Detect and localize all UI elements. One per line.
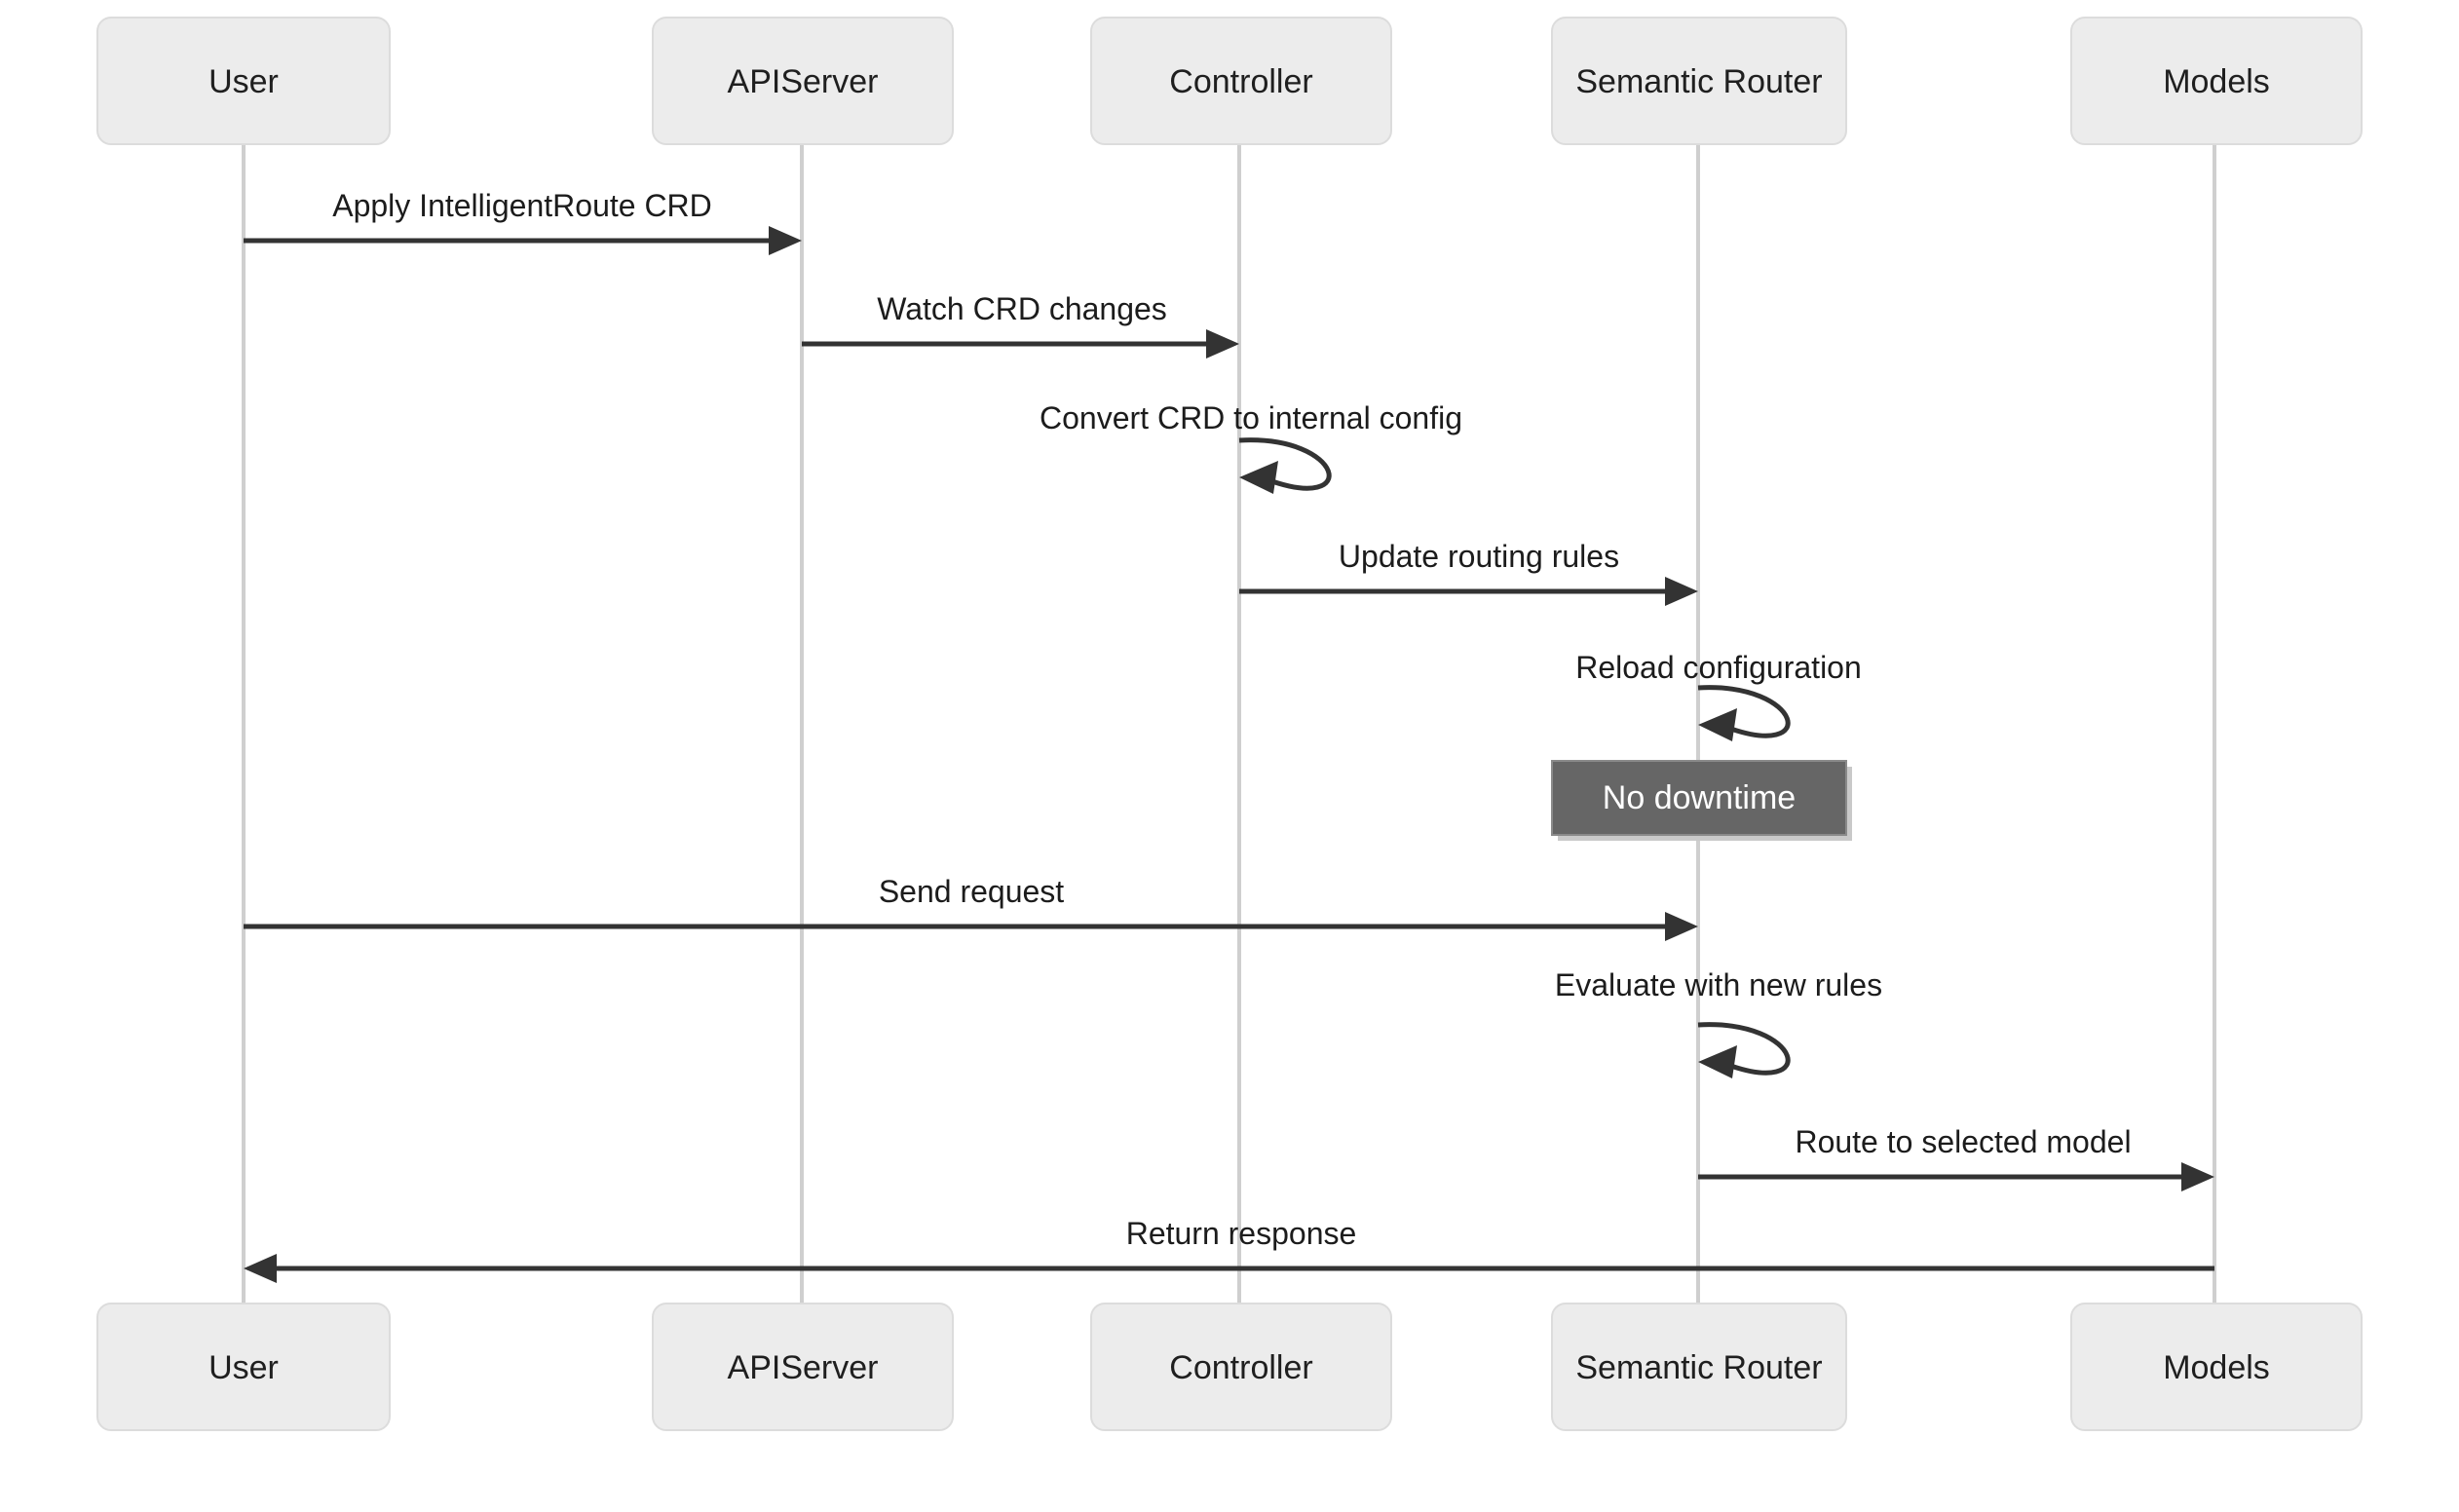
message-label-7: Evaluate with new rules bbox=[1555, 967, 1882, 1002]
arrowhead-right-4 bbox=[1665, 577, 1698, 606]
actor-box-router-bottom[interactable] bbox=[1551, 1303, 1847, 1431]
actor-box-models-bottom[interactable] bbox=[2070, 1303, 2363, 1431]
actor-bottom-apiserver[interactable]: APIServer bbox=[652, 1303, 954, 1431]
message-label-5: Reload configuration bbox=[1575, 650, 1862, 685]
actor-box-models-top[interactable] bbox=[2070, 17, 2363, 145]
message-evaluate-with-new-rules: Evaluate with new rules bbox=[1555, 967, 1882, 1078]
arrowhead-loop-7 bbox=[1698, 1045, 1737, 1078]
arrowhead-right-1 bbox=[769, 226, 802, 255]
arrowhead-right-2 bbox=[1206, 329, 1239, 359]
note-label-no-downtime: No downtime bbox=[1603, 779, 1796, 816]
note-no-downtime[interactable]: No downtime bbox=[1551, 760, 1852, 841]
message-label-4: Update routing rules bbox=[1339, 539, 1619, 574]
actor-box-router-top[interactable] bbox=[1551, 17, 1847, 145]
actor-bottom-models[interactable]: Models bbox=[2070, 1303, 2363, 1431]
message-label-1: Apply IntelligentRoute CRD bbox=[332, 188, 712, 223]
actor-box-apiserver-top[interactable] bbox=[652, 17, 954, 145]
message-return-response: Return response bbox=[244, 1216, 2214, 1283]
actor-top-router[interactable]: Semantic Router bbox=[1551, 17, 1847, 145]
actor-box-user-bottom[interactable] bbox=[96, 1303, 391, 1431]
self-loop-path-5 bbox=[1697, 685, 1791, 738]
message-label-6: Send request bbox=[879, 874, 1064, 909]
actor-label-apiserver-top: APIServer bbox=[728, 63, 879, 100]
actor-bottom-controller[interactable]: Controller bbox=[1090, 1303, 1392, 1431]
actor-box-user-top[interactable] bbox=[96, 17, 391, 145]
arrowhead-right-8 bbox=[2181, 1162, 2214, 1191]
actor-label-apiserver-bottom: APIServer bbox=[728, 1349, 879, 1386]
message-apply-intelligentroute-crd: Apply IntelligentRoute CRD bbox=[244, 188, 802, 255]
message-label-9: Return response bbox=[1126, 1216, 1357, 1251]
actor-label-router-bottom: Semantic Router bbox=[1575, 1349, 1822, 1386]
message-label-3: Convert CRD to internal config bbox=[1040, 400, 1462, 435]
self-loop-path-3 bbox=[1238, 437, 1332, 491]
actors-top-group: User APIServer Controller Semantic Route… bbox=[96, 17, 2363, 145]
actor-label-controller-bottom: Controller bbox=[1169, 1349, 1312, 1386]
actor-label-controller-top: Controller bbox=[1169, 63, 1312, 100]
arrowhead-loop-3 bbox=[1239, 461, 1278, 494]
lifelines-group bbox=[242, 144, 2216, 1304]
actor-label-user-top: User bbox=[208, 63, 279, 100]
message-convert-crd-to-internal-config: Convert CRD to internal config bbox=[1040, 400, 1462, 494]
actors-bottom-group: User APIServer Controller Semantic Route… bbox=[96, 1303, 2363, 1431]
actor-bottom-user[interactable]: User bbox=[96, 1303, 391, 1431]
arrowhead-left-9 bbox=[244, 1254, 277, 1283]
actor-top-controller[interactable]: Controller bbox=[1090, 17, 1392, 145]
arrowhead-right-6 bbox=[1665, 912, 1698, 941]
arrowhead-loop-5 bbox=[1698, 708, 1737, 741]
actor-bottom-router[interactable]: Semantic Router bbox=[1551, 1303, 1847, 1431]
actor-box-apiserver-bottom[interactable] bbox=[652, 1303, 954, 1431]
self-loop-path-7 bbox=[1697, 1022, 1791, 1076]
message-reload-configuration: Reload configuration bbox=[1575, 650, 1862, 741]
actor-label-models-top: Models bbox=[2163, 63, 2270, 100]
actor-box-controller-bottom[interactable] bbox=[1090, 1303, 1392, 1431]
message-update-routing-rules: Update routing rules bbox=[1239, 539, 1698, 606]
message-route-to-selected-model: Route to selected model bbox=[1698, 1124, 2214, 1191]
message-label-8: Route to selected model bbox=[1795, 1124, 2131, 1159]
actor-label-models-bottom: Models bbox=[2163, 1349, 2270, 1386]
actor-top-models[interactable]: Models bbox=[2070, 17, 2363, 145]
message-watch-crd-changes: Watch CRD changes bbox=[802, 291, 1239, 359]
message-send-request: Send request bbox=[244, 874, 1698, 941]
actor-label-router-top: Semantic Router bbox=[1575, 63, 1822, 100]
actor-label-user-bottom: User bbox=[208, 1349, 279, 1386]
actor-box-controller-top[interactable] bbox=[1090, 17, 1392, 145]
actor-top-user[interactable]: User bbox=[96, 17, 391, 145]
actor-top-apiserver[interactable]: APIServer bbox=[652, 17, 954, 145]
note-rect-no-downtime[interactable] bbox=[1551, 760, 1847, 836]
message-label-2: Watch CRD changes bbox=[877, 291, 1167, 326]
